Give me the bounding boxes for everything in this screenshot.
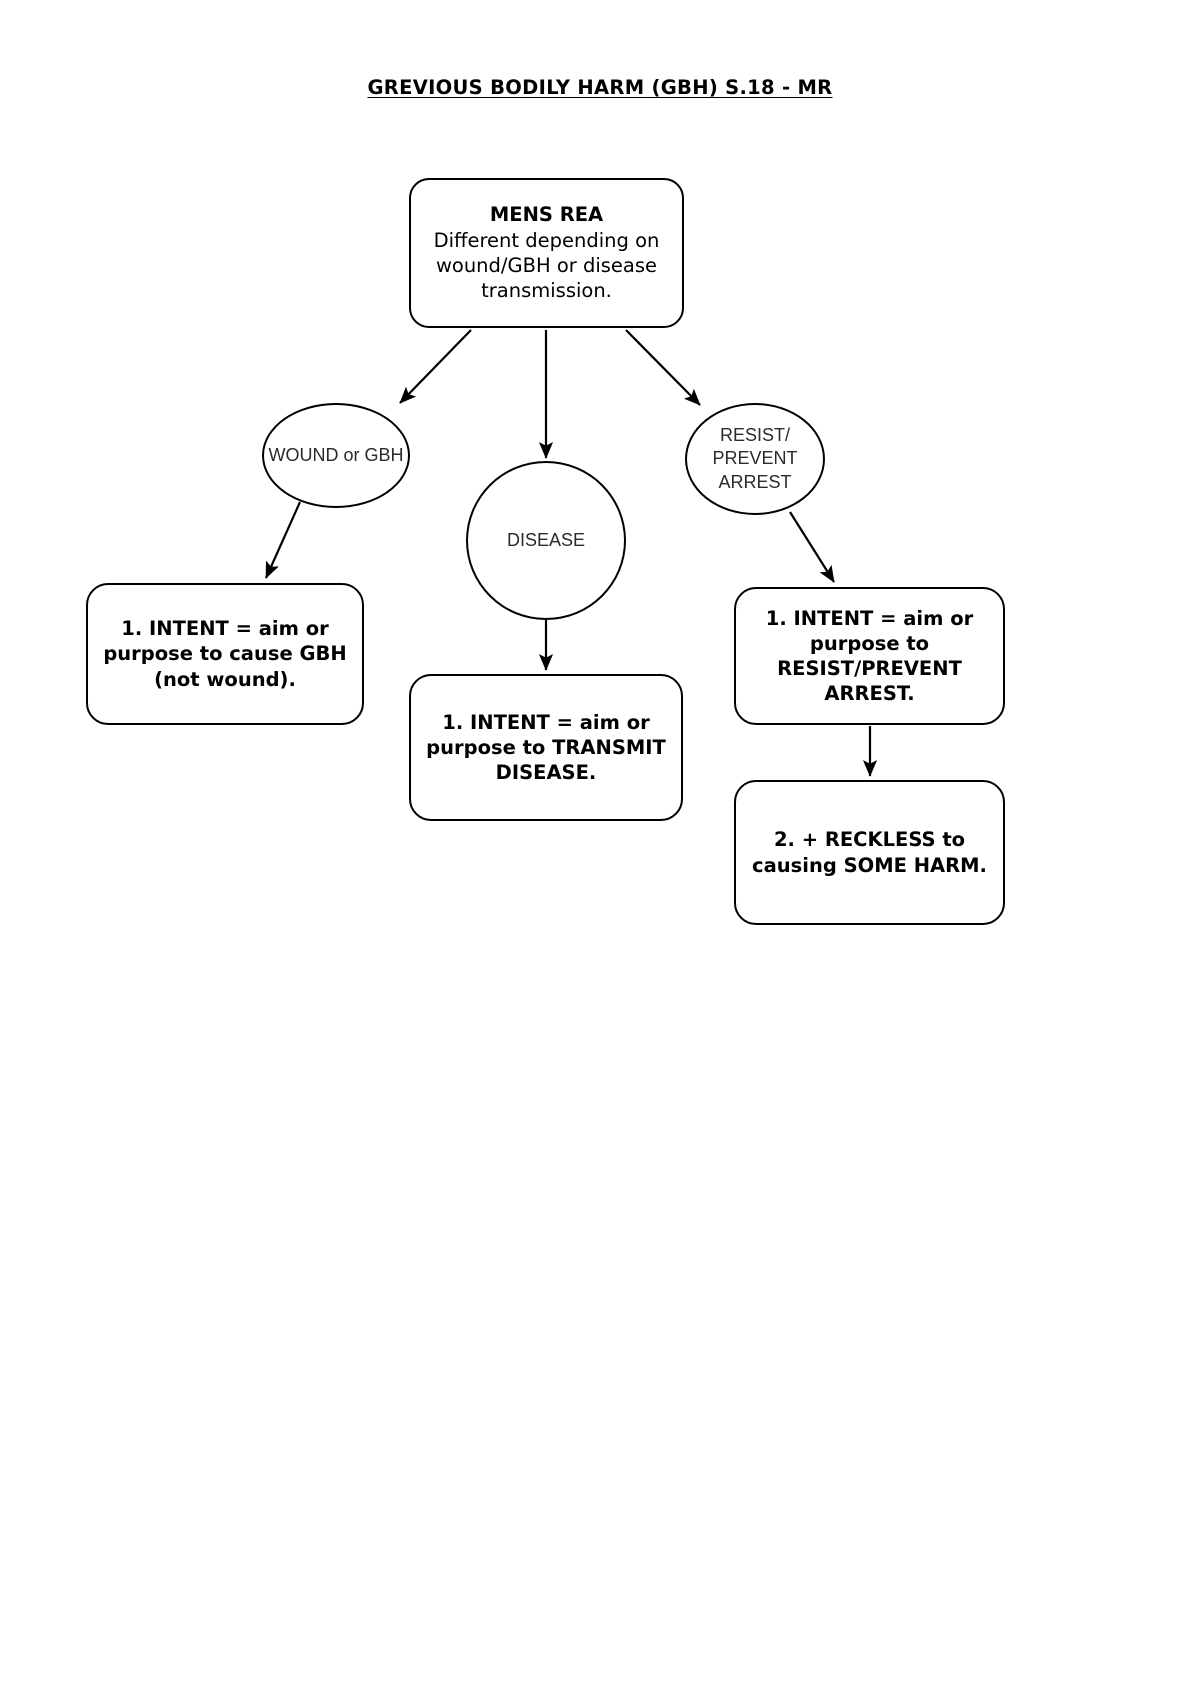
- edge-wound-to-intent-gbh: [264, 501, 302, 579]
- node-intent-transmit-disease[interactable]: 1. INTENT = aim or purpose to TRANSMIT D…: [409, 674, 683, 821]
- node-wound-or-gbh-label: WOUND or GBH: [268, 444, 404, 465]
- edge-mensrea-to-wound: [399, 329, 472, 404]
- node-mens-rea-body: Different depending on wound/GBH or dise…: [433, 228, 660, 303]
- node-mens-rea[interactable]: MENS REA Different depending on wound/GB…: [409, 178, 684, 328]
- node-resist-prevent-arrest[interactable]: RESIST/ PREVENT ARREST: [685, 403, 825, 515]
- node-resist-prevent-arrest-label: RESIST/ PREVENT ARREST: [712, 424, 798, 492]
- page-title: GREVIOUS BODILY HARM (GBH) S.18 - MR: [0, 76, 1200, 99]
- node-reckless-some-harm[interactable]: 2. + RECKLESS to causing SOME HARM.: [734, 780, 1005, 925]
- node-intent-resist-arrest[interactable]: 1. INTENT = aim or purpose to RESIST/PRE…: [734, 587, 1005, 725]
- node-intent-gbh-label: 1. INTENT = aim or purpose to cause GBH …: [103, 617, 347, 691]
- node-intent-resist-arrest-label: 1. INTENT = aim or purpose to RESIST/PRE…: [765, 606, 974, 706]
- node-intent-transmit-disease-label: 1. INTENT = aim or purpose to TRANSMIT D…: [426, 710, 666, 785]
- node-disease-label: DISEASE: [506, 529, 586, 550]
- edge-mensrea-to-resist: [625, 329, 701, 406]
- node-mens-rea-heading: MENS REA: [489, 203, 604, 227]
- page-title-text: GREVIOUS BODILY HARM (GBH) S.18 - MR: [367, 76, 833, 99]
- node-reckless-some-harm-label: 2. + RECKLESS to causing SOME HARM.: [752, 828, 987, 877]
- node-intent-gbh[interactable]: 1. INTENT = aim or purpose to cause GBH …: [86, 583, 364, 725]
- edge-resist-to-intent-resist: [789, 511, 835, 583]
- node-wound-or-gbh[interactable]: WOUND or GBH: [262, 403, 410, 508]
- node-disease[interactable]: DISEASE: [466, 461, 626, 620]
